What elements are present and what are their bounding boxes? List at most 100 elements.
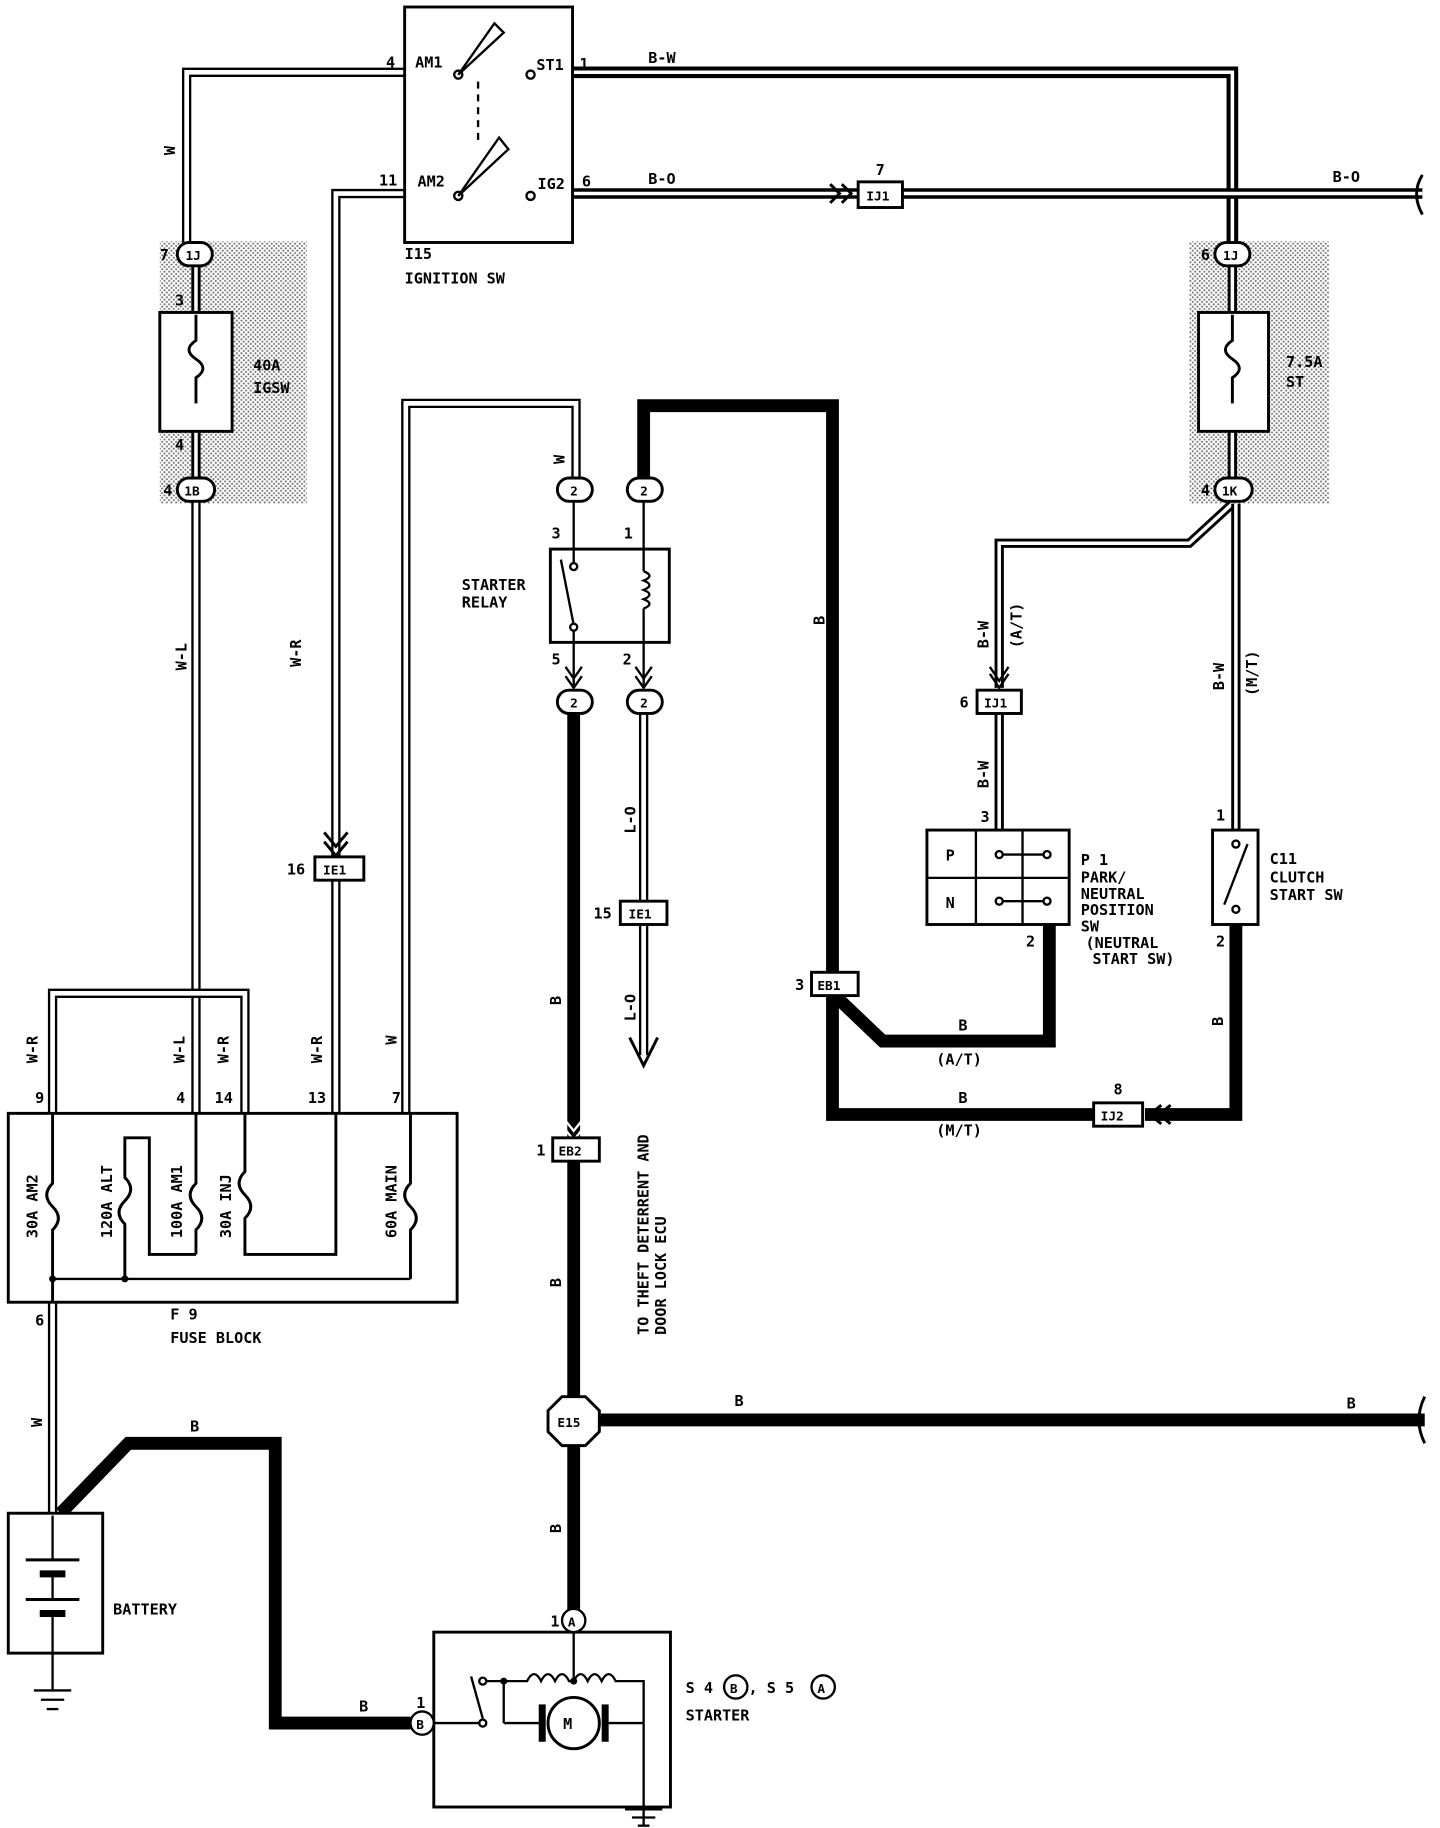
theft-ecu-arrow	[628, 1036, 659, 1069]
wire-wr-am2	[331, 188, 405, 859]
svg-text:1J: 1J	[185, 249, 200, 264]
relay-bottom-connector-b: 2	[555, 688, 594, 715]
fuse-igsw	[158, 310, 234, 433]
svg-text:11: 11	[379, 171, 397, 189]
svg-text:4: 4	[163, 481, 172, 499]
battery-ground-icon	[33, 1689, 72, 1711]
svg-text:START SW): START SW)	[1092, 950, 1174, 968]
starter-terminal-b: B	[409, 1710, 435, 1736]
wire-wr-9-14	[47, 988, 250, 1114]
svg-text:1: 1	[536, 1141, 545, 1159]
relay-top-connector-w: 2	[555, 476, 594, 503]
svg-text:E15: E15	[557, 1416, 580, 1431]
wire-w-7-relay	[401, 398, 581, 1114]
svg-text:1B: 1B	[184, 484, 200, 499]
svg-text:M: M	[563, 1715, 572, 1733]
svg-text:8: 8	[1113, 1081, 1122, 1099]
svg-text:30A INJ: 30A INJ	[217, 1174, 235, 1238]
svg-text:6: 6	[1201, 246, 1210, 264]
wire-bw-st1	[571, 66, 1239, 245]
battery	[6, 1511, 105, 1691]
wire-b-battery-starter	[56, 1436, 411, 1730]
svg-text:W: W	[161, 145, 179, 155]
svg-text:B: B	[190, 1418, 199, 1436]
svg-text:W-L: W-L	[170, 1036, 188, 1063]
svg-text:W: W	[550, 454, 568, 464]
svg-text:30A AM2: 30A AM2	[23, 1174, 41, 1238]
svg-text:(M/T): (M/T)	[936, 1122, 982, 1140]
svg-text:B-O: B-O	[1333, 168, 1360, 186]
svg-text:4: 4	[175, 436, 184, 454]
svg-text:7: 7	[392, 1089, 401, 1107]
svg-text:1: 1	[624, 525, 633, 543]
fuse-block-name: FUSE BLOCK	[170, 1329, 262, 1347]
svg-text:B: B	[1347, 1394, 1356, 1412]
svg-text:7: 7	[876, 161, 885, 179]
starter-terminal-a: A	[560, 1607, 587, 1634]
battery-label: BATTERY	[113, 1601, 178, 1619]
ignition-ig2-label: IG2	[538, 175, 565, 193]
connector-eb2: EB2	[551, 1136, 601, 1163]
svg-text:1: 1	[416, 1694, 425, 1712]
wire-w-am1	[181, 67, 405, 243]
connector-ie1-15: IE1	[618, 899, 669, 926]
starter-id-s4: S 4	[686, 1679, 713, 1697]
svg-text:W-L: W-L	[173, 643, 191, 670]
starter-ground-icon	[624, 1808, 663, 1827]
svg-text:N: N	[946, 894, 955, 912]
svg-text:1: 1	[550, 1612, 559, 1630]
svg-text:6: 6	[582, 173, 591, 191]
svg-text:120A ALT: 120A ALT	[98, 1165, 116, 1238]
svg-text:L-O: L-O	[621, 806, 639, 833]
fuse-igsw-rating: 40A	[253, 357, 280, 375]
svg-text:(A/T): (A/T)	[936, 1050, 982, 1068]
svg-text:4: 4	[176, 1089, 185, 1107]
starter-id-s5: , S 5	[749, 1679, 795, 1697]
svg-text:3: 3	[795, 976, 804, 994]
relay-top-connector-b: 2	[625, 476, 664, 503]
svg-text:4: 4	[1201, 481, 1210, 499]
svg-text:P: P	[946, 846, 955, 864]
svg-text:B-W: B-W	[648, 49, 676, 67]
fuse-block: 30A AM2 120A ALT 100A AM1 30A INJ 60A MA…	[6, 1111, 459, 1304]
svg-text:PARK/: PARK/	[1081, 869, 1127, 887]
starter-relay	[548, 501, 671, 688]
park-neutral-switch: P N	[925, 828, 1071, 926]
starter-label: STARTER	[686, 1707, 751, 1725]
svg-text:B: B	[547, 996, 565, 1005]
svg-text:3: 3	[981, 808, 990, 826]
ignition-am2-label: AM2	[417, 173, 444, 191]
svg-text:5: 5	[552, 651, 561, 669]
svg-text:1: 1	[580, 55, 589, 73]
svg-text:2: 2	[640, 697, 648, 712]
clutch-start-switch	[1211, 828, 1260, 926]
svg-text:IE1: IE1	[628, 908, 651, 923]
svg-text:(NEUTRAL: (NEUTRAL	[1085, 934, 1158, 952]
svg-text:3: 3	[175, 291, 184, 309]
svg-text:2: 2	[640, 484, 648, 499]
svg-text:B: B	[547, 1524, 565, 1533]
svg-text:B: B	[735, 1392, 744, 1410]
svg-text:60A MAIN: 60A MAIN	[382, 1165, 400, 1238]
wire-bw-at	[994, 500, 1236, 688]
connector-ij2: IJ2	[1092, 1101, 1172, 1128]
svg-text:B-O: B-O	[648, 170, 675, 188]
svg-text:B-W: B-W	[975, 760, 993, 788]
ignition-switch: AM1 AM2 ST1 IG2	[403, 5, 574, 244]
svg-text:L-O: L-O	[621, 994, 639, 1021]
svg-text:IE1: IE1	[323, 863, 346, 878]
svg-text:B-W: B-W	[975, 620, 993, 648]
svg-text:(A/T): (A/T)	[1007, 603, 1025, 649]
svg-text:B: B	[547, 1278, 565, 1287]
svg-text:B: B	[359, 1697, 368, 1715]
theft-note-line1: TO THEFT DETERRENT AND	[634, 1134, 652, 1335]
svg-text:2: 2	[570, 697, 578, 712]
connector-ie1-16: IE1	[313, 831, 366, 882]
svg-text:B-W: B-W	[1210, 662, 1228, 690]
svg-text:NEUTRAL: NEUTRAL	[1081, 885, 1145, 903]
svg-text:EB1: EB1	[817, 979, 840, 994]
svg-text:A: A	[817, 1682, 825, 1697]
svg-text:W-R: W-R	[287, 639, 305, 667]
svg-text:3: 3	[552, 525, 561, 543]
